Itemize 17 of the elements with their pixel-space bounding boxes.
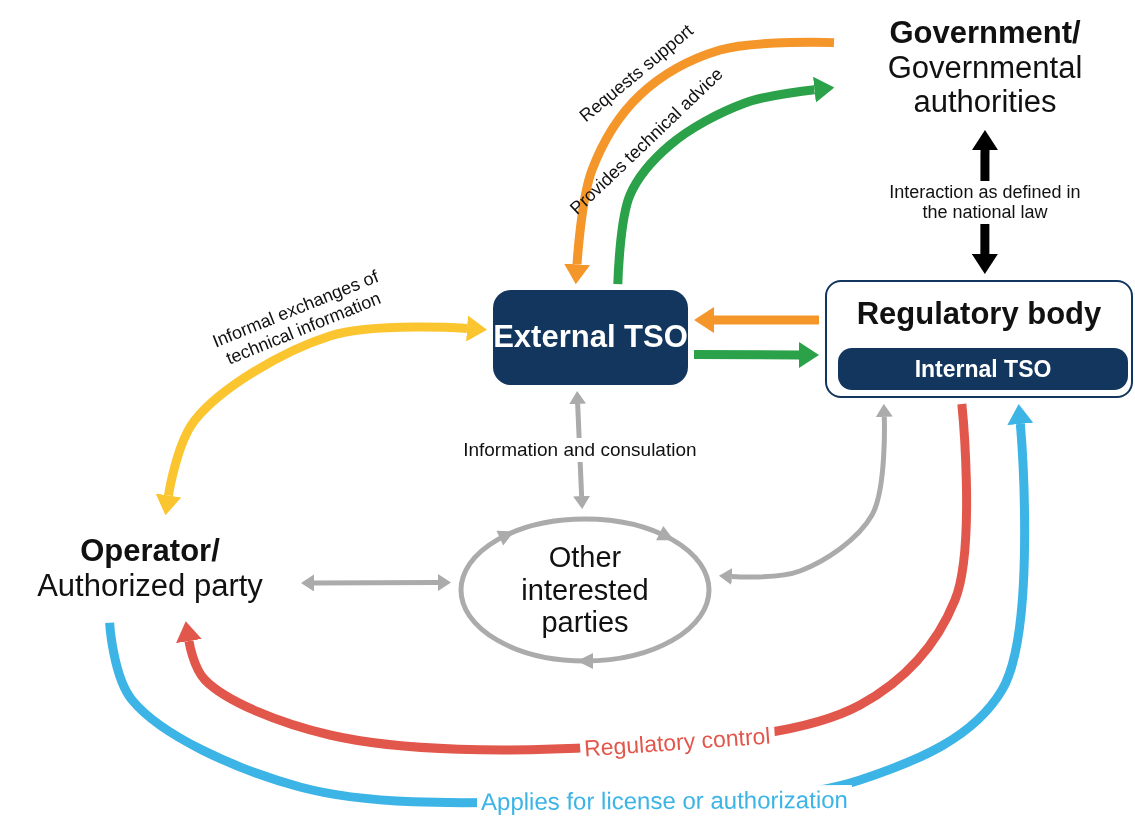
node-heading: Government/	[889, 15, 1081, 51]
arrow	[718, 403, 891, 583]
node-heading: Regulatory body	[855, 296, 1103, 332]
tso-box: External TSO	[493, 290, 688, 385]
arrow	[694, 310, 819, 331]
arrow	[301, 576, 451, 590]
arrow	[613, 79, 835, 285]
arrow	[158, 318, 487, 516]
regulatory-box	[825, 280, 1133, 398]
node-label: Governmental authorities	[886, 50, 1084, 121]
arrow	[694, 344, 819, 365]
arrow	[567, 37, 835, 285]
node-label: Other interested parties	[520, 540, 650, 640]
node-label: Authorized party	[37, 568, 263, 604]
node-heading: Operator/	[80, 533, 220, 569]
edge-label: Applies for license or authorization	[476, 784, 852, 816]
tso-bar: Internal TSO	[838, 348, 1128, 390]
